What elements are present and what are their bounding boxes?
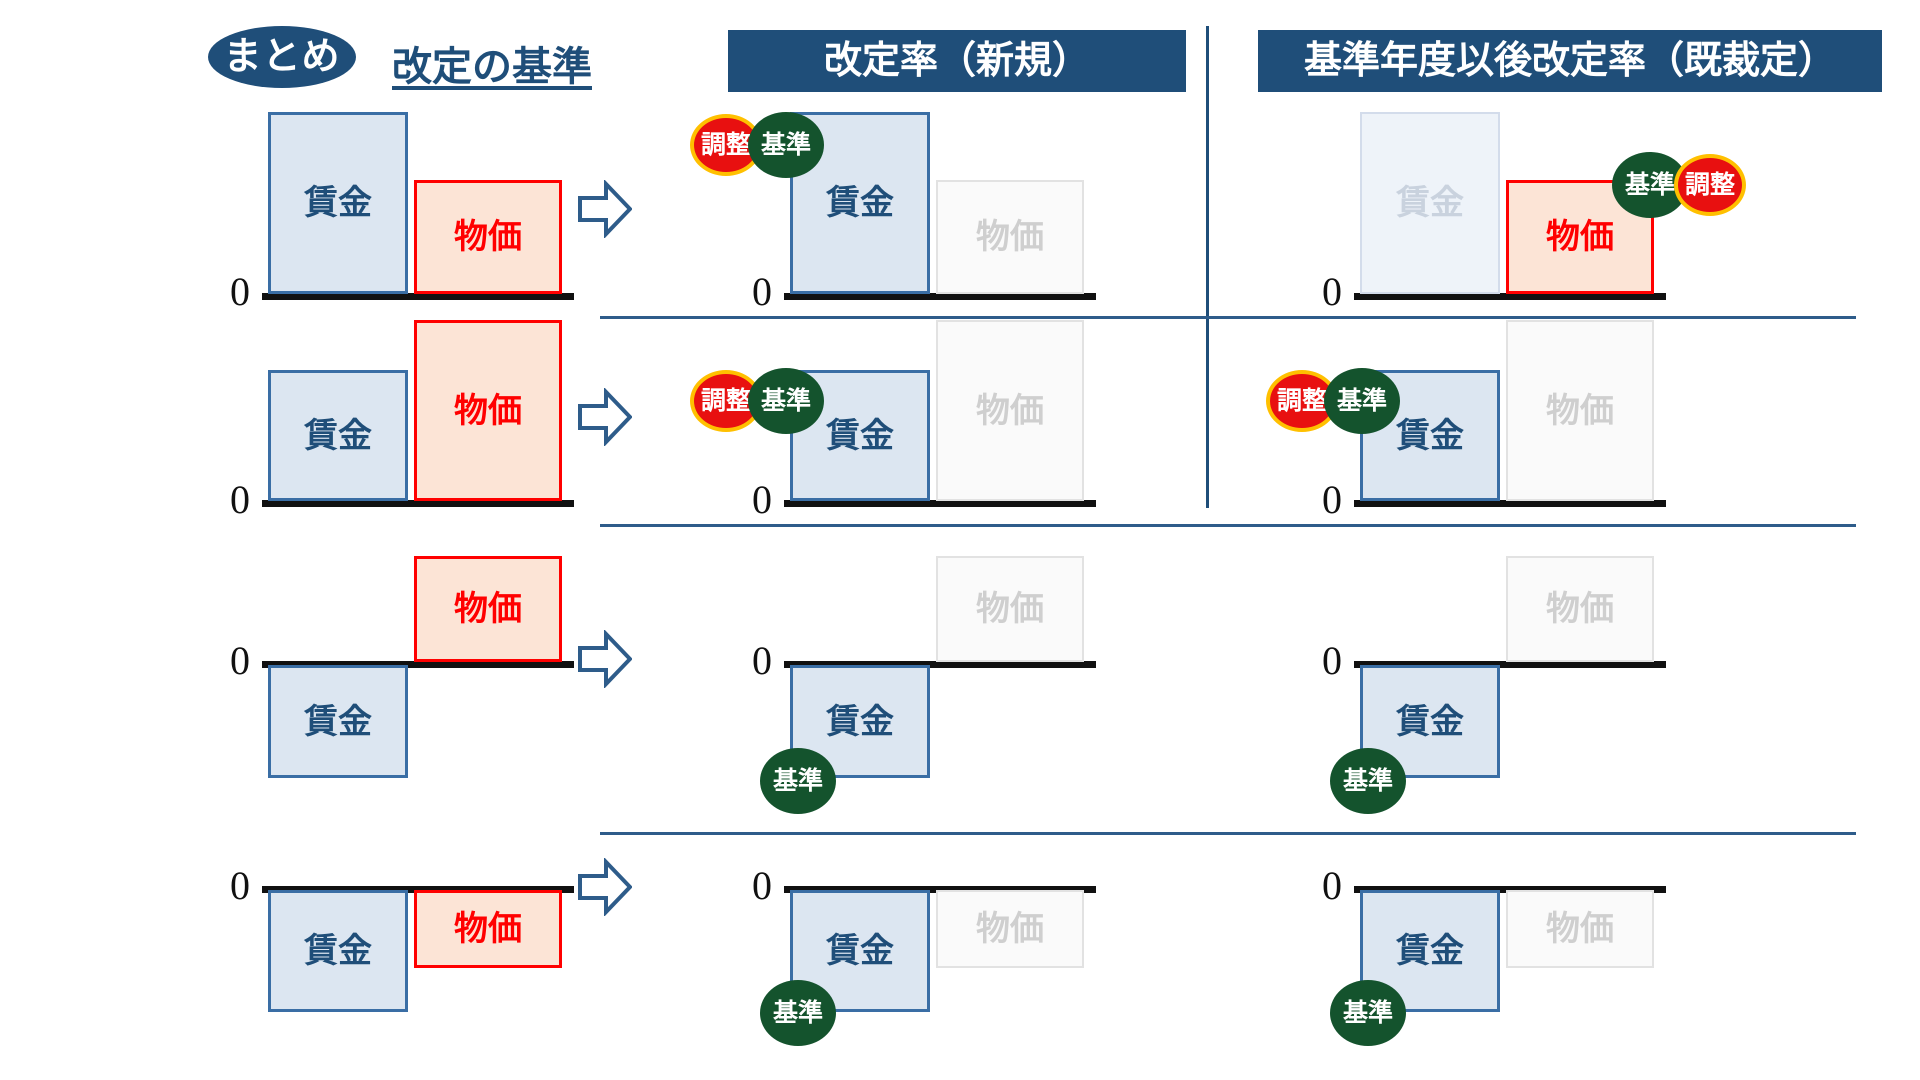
bar-price-ghost-r2c2: 物価 (936, 320, 1084, 501)
badge-chosei-r1c3[interactable]: 調整 (1674, 154, 1746, 216)
bar-price-ghost-label-r2c3: 物価 (1546, 391, 1614, 430)
bar-price-ghost-label-r3c2: 物価 (976, 590, 1044, 628)
axis-r3c1 (262, 661, 574, 668)
bar-price-ghost-label-r1c2: 物価 (976, 218, 1044, 256)
row-separator-3 (600, 832, 1856, 835)
axis-r2c1 (262, 500, 574, 507)
bar-price-r1c1: 物価 (414, 180, 562, 294)
bar-wage-ghost-label-r1c3: 賃金 (1396, 184, 1464, 222)
zero-label-r2c2: 0 (752, 477, 772, 522)
zero-label-r3c2: 0 (752, 638, 772, 683)
badge-chosei-label-r1c2: 調整 (700, 130, 751, 159)
bar-wage-ghost-r1c3: 賃金 (1360, 112, 1500, 294)
badge-kijun-label-r4c2: 基準 (772, 998, 823, 1027)
badge-kijun-label-r1c3: 基準 (1624, 170, 1675, 199)
bar-wage-label-r3c2: 賃金 (826, 702, 894, 741)
header-bar-new-rate: 改定率（新規） (728, 30, 1186, 92)
badge-kijun-r3c3[interactable]: 基準 (1330, 748, 1406, 814)
badge-chosei-label-r2c2: 調整 (700, 386, 751, 415)
zero-label-r4c3: 0 (1322, 863, 1342, 908)
bar-price-r4c1: 物価 (414, 890, 562, 968)
zero-label-r4c2: 0 (752, 863, 772, 908)
summary-badge: まとめ (208, 26, 356, 88)
badge-kijun-label-r3c3: 基準 (1342, 766, 1393, 795)
bar-wage-label-r3c3: 賃金 (1396, 702, 1464, 741)
column-divider (1206, 26, 1209, 508)
badge-kijun-r4c2[interactable]: 基準 (760, 980, 836, 1046)
axis-r1c1 (262, 293, 574, 300)
header-bar-new-rate-label: 改定率（新規） (823, 40, 1090, 82)
bar-wage-label-r2c3: 賃金 (1396, 416, 1464, 455)
bar-price-ghost-label-r4c3: 物価 (1546, 910, 1614, 948)
badge-kijun-r4c3[interactable]: 基準 (1330, 980, 1406, 1046)
bar-price-label-r3c1: 物価 (454, 590, 522, 628)
badge-kijun-label-r4c3: 基準 (1342, 998, 1393, 1027)
axis-r4c3 (1354, 886, 1666, 893)
zero-label-r1c3: 0 (1322, 269, 1342, 314)
zero-label-r2c3: 0 (1322, 477, 1342, 522)
bar-price-r2c1: 物価 (414, 320, 562, 501)
bar-wage-label-r4c1: 賃金 (304, 932, 372, 970)
bar-price-label-r4c1: 物価 (454, 910, 522, 948)
badge-kijun-r3c2[interactable]: 基準 (760, 748, 836, 814)
axis-r4c1 (262, 886, 574, 893)
zero-label-r4c1: 0 (230, 863, 250, 908)
bar-wage-r4c1: 賃金 (268, 890, 408, 1012)
bar-price-ghost-r1c2: 物価 (936, 180, 1084, 294)
zero-label-r2c1: 0 (230, 477, 250, 522)
criteria-column-title: 改定の基準 (392, 45, 592, 89)
badge-kijun-r1c2[interactable]: 基準 (748, 112, 824, 178)
bar-wage-label-r2c2: 賃金 (826, 416, 894, 455)
axis-r3c3 (1354, 661, 1666, 668)
axis-r1c3 (1354, 293, 1666, 300)
bar-price-label-r1c3: 物価 (1546, 218, 1614, 256)
bar-wage-label-r4c2: 賃金 (826, 932, 894, 970)
bar-price-ghost-r4c3: 物価 (1506, 890, 1654, 968)
badge-kijun-r2c3[interactable]: 基準 (1324, 368, 1400, 434)
axis-r1c2 (784, 293, 1096, 300)
bar-wage-r2c1: 賃金 (268, 370, 408, 501)
badge-kijun-r2c2[interactable]: 基準 (748, 368, 824, 434)
bar-wage-r3c1: 賃金 (268, 665, 408, 778)
header-bar-existing-rate-label: 基準年度以後改定率（既裁定） (1303, 40, 1836, 82)
bar-price-label-r2c1: 物価 (454, 391, 522, 430)
axis-r2c2 (784, 500, 1096, 507)
arrow-r1 (578, 180, 632, 238)
badge-chosei-label-r2c3: 調整 (1276, 386, 1327, 415)
bar-wage-label-r1c2: 賃金 (826, 184, 894, 222)
bar-price-ghost-label-r4c2: 物価 (976, 910, 1044, 948)
bar-wage-label-r3c1: 賃金 (304, 702, 372, 741)
arrow-r2 (578, 388, 632, 446)
badge-chosei-label-r1c3: 調整 (1684, 170, 1735, 199)
axis-r4c2 (784, 886, 1096, 893)
badge-kijun-label-r1c2: 基準 (760, 130, 811, 159)
bar-price-ghost-r4c2: 物価 (936, 890, 1084, 968)
bar-wage-label-r1c1: 賃金 (304, 184, 372, 222)
bar-price-ghost-label-r2c2: 物価 (976, 391, 1044, 430)
bar-wage-label-r4c3: 賃金 (1396, 932, 1464, 970)
badge-kijun-label-r2c3: 基準 (1336, 386, 1387, 415)
header-bar-existing-rate: 基準年度以後改定率（既裁定） (1258, 30, 1882, 92)
axis-r3c2 (784, 661, 1096, 668)
bar-price-ghost-label-r3c3: 物価 (1546, 590, 1614, 628)
bar-wage-r1c1: 賃金 (268, 112, 408, 294)
arrow-r3 (578, 630, 632, 688)
bar-price-ghost-r3c2: 物価 (936, 556, 1084, 662)
axis-r2c3 (1354, 500, 1666, 507)
arrow-r4 (578, 858, 632, 916)
bar-price-r3c1: 物価 (414, 556, 562, 662)
bar-price-ghost-r2c3: 物価 (1506, 320, 1654, 501)
zero-label-r3c1: 0 (230, 638, 250, 683)
bar-price-ghost-r3c3: 物価 (1506, 556, 1654, 662)
zero-label-r3c3: 0 (1322, 638, 1342, 683)
bar-price-label-r1c1: 物価 (454, 218, 522, 256)
badge-kijun-label-r3c2: 基準 (772, 766, 823, 795)
zero-label-r1c1: 0 (230, 269, 250, 314)
bar-wage-label-r2c1: 賃金 (304, 416, 372, 455)
row-separator-2 (600, 524, 1856, 527)
row-separator-1 (600, 316, 1856, 319)
badge-kijun-label-r2c2: 基準 (760, 386, 811, 415)
summary-badge-label: まとめ (223, 36, 341, 78)
zero-label-r1c2: 0 (752, 269, 772, 314)
